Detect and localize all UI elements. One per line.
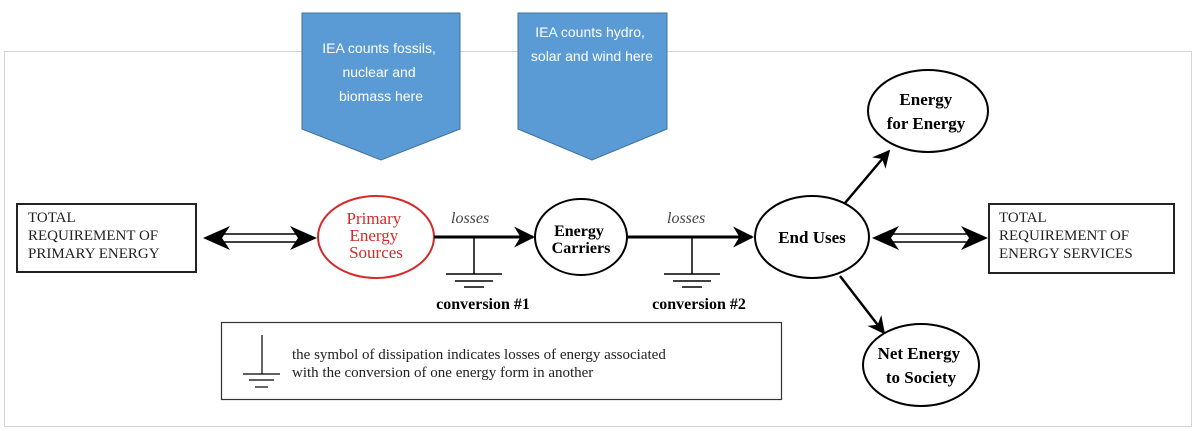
node-text-line: Energy — [554, 223, 604, 240]
losses-label-1: losses — [451, 210, 489, 227]
node-text-line: Sources — [349, 243, 403, 262]
callout-text-line: nuclear and — [342, 64, 415, 80]
conversion-1-label: conversion #1 — [436, 296, 530, 313]
legend-text-line: with the conversion of one energy form i… — [292, 365, 593, 381]
double-arrow-right — [872, 226, 988, 250]
node-text-line: End Uses — [778, 228, 846, 247]
losses-label-2: losses — [667, 210, 705, 227]
svg-text:IEA counts fossils, nucl: IEA counts fossils, nuclear and biomass … — [322, 40, 440, 104]
total-requirement-energy-services-box: TOTAL REQUIREMENT OF ENERGY SERVICES — [988, 203, 1175, 274]
callout-text-line: IEA counts fossils, — [322, 40, 436, 56]
edge-conversion-2: losses conversion #2 — [627, 210, 755, 313]
svg-text:Energy for Energy: Energy for Energy — [887, 90, 966, 133]
node-end-uses: End Uses — [754, 195, 870, 279]
svg-text:the symbol of dissipation indi: the symbol of dissipation indicates loss… — [292, 347, 670, 381]
edge-conversion-1: losses conversion #1 — [434, 210, 536, 313]
svg-text:Primary Energy Sou: Primary Energy Sources — [346, 209, 405, 262]
dissipation-symbol-icon — [664, 237, 720, 288]
callout-fossils-nuclear-biomass: IEA counts fossils, nuclear and biomass … — [301, 12, 461, 161]
box-text-line: REQUIREMENT OF — [999, 228, 1129, 244]
svg-text:Net Energy to Society: Net Energy to Society — [878, 344, 965, 387]
box-text-line: TOTAL — [999, 210, 1047, 226]
node-text-line: Carriers — [552, 240, 611, 257]
callout-shape — [301, 12, 461, 161]
svg-text:IEA counts hydro, solar: IEA counts hydro, solar and wind here — [531, 24, 653, 64]
callout-text-line: solar and wind here — [531, 48, 653, 64]
svg-text:TOTAL REQUIREMENT OF: TOTAL REQUIREMENT OF ENERGY SERVICES — [999, 210, 1133, 262]
node-text-line: to Society — [886, 368, 957, 387]
callout-text-line: biomass here — [339, 88, 423, 104]
dissipation-symbol-icon — [446, 237, 502, 288]
node-text-line: for Energy — [887, 114, 966, 133]
box-text-line: REQUIREMENT OF — [28, 228, 158, 244]
node-text-line: Energy — [899, 90, 952, 109]
node-text-line: Net Energy — [878, 344, 961, 363]
node-energy-for-energy: Energy for Energy — [867, 69, 989, 153]
box-text-line: ENERGY SERVICES — [999, 246, 1133, 262]
double-arrow-left — [203, 226, 317, 250]
dissipation-symbol-icon — [243, 335, 280, 388]
callout-text-line: IEA counts hydro, — [535, 24, 645, 40]
box-text-line: PRIMARY ENERGY — [28, 246, 160, 262]
node-primary-energy-sources: Primary Energy Sources — [317, 195, 435, 279]
node-text-line: Primary — [346, 209, 401, 228]
node-text-line: Energy — [349, 226, 398, 245]
node-net-energy-to-society: Net Energy to Society — [862, 323, 980, 407]
callout-hydro-solar-wind: IEA counts hydro, solar and wind here — [517, 12, 668, 161]
legend-box: the symbol of dissipation indicates loss… — [220, 321, 783, 401]
node-energy-carriers: Energy Carriers — [534, 198, 628, 276]
conversion-2-label: conversion #2 — [652, 296, 746, 313]
box-text-line: TOTAL — [28, 210, 76, 226]
callout-shape — [517, 12, 668, 161]
edge-to-energy-for-energy — [844, 149, 891, 204]
edge-to-net-energy — [839, 275, 886, 335]
svg-text:Energy Carriers: Energy Carriers — [552, 223, 611, 257]
legend-text-line: the symbol of dissipation indicates loss… — [292, 347, 666, 363]
svg-text:TOTAL REQUIREMENT OF: TOTAL REQUIREMENT OF PRIMARY ENERGY — [28, 210, 162, 262]
total-requirement-primary-energy-box: TOTAL REQUIREMENT OF PRIMARY ENERGY — [16, 203, 197, 273]
